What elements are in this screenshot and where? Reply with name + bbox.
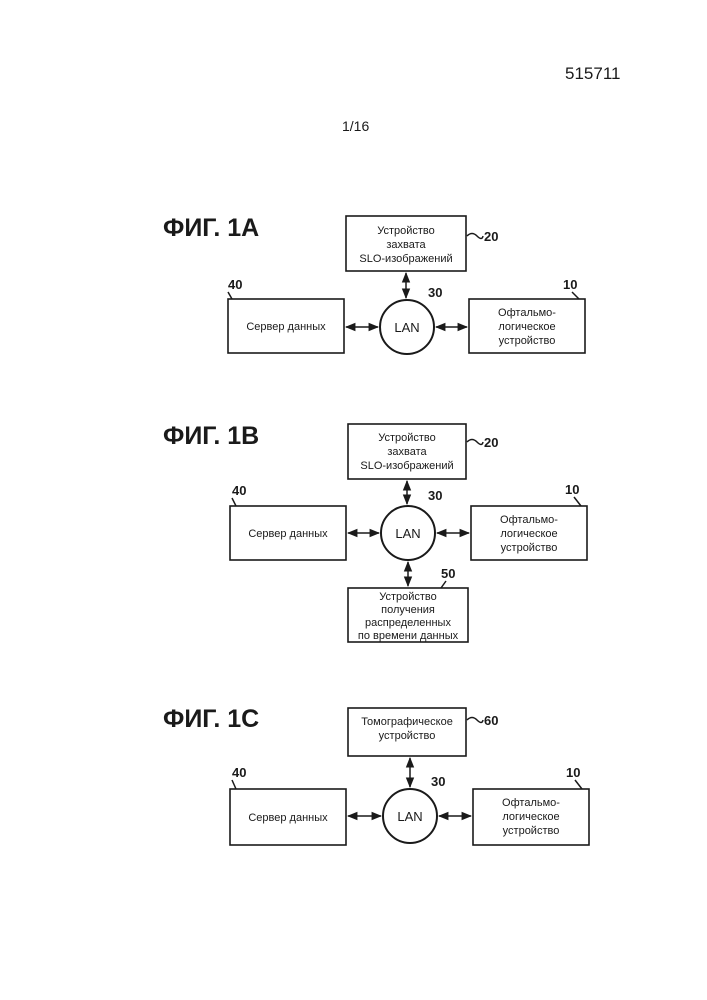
ref-20: 20 xyxy=(484,229,498,244)
slo-device-line-1: Устройство xyxy=(377,225,435,237)
time-distributed-data-device-box: Устройство получения распределенных по в… xyxy=(348,588,468,642)
ophthalmic-line-2: логическое xyxy=(500,528,557,540)
ophthalmic-line-1: Офтальмо- xyxy=(500,514,558,526)
ophthalmic-line-3: устройство xyxy=(499,335,556,347)
ophthalmic-line-3: устройство xyxy=(501,542,558,554)
ophthalmic-device-box: Офтальмо- логическое устройство xyxy=(469,299,585,353)
ref-40: 40 xyxy=(228,277,242,292)
ref-leader-40 xyxy=(232,780,236,789)
ophthalmic-device-box: Офтальмо- логическое устройство xyxy=(471,506,587,560)
figure-1c: ФИГ. 1С Томографическое устройство 60 LA… xyxy=(163,705,589,845)
data-server-box: Сервер данных xyxy=(230,506,346,560)
slo-device-line-1: Устройство xyxy=(378,432,436,444)
lan-label: LAN xyxy=(395,526,420,541)
figure-1a: ФИГ. 1А Устройство захвата SLO-изображен… xyxy=(163,214,585,354)
ref-10: 10 xyxy=(563,277,577,292)
tomo-device-line-1: Томографическое xyxy=(361,716,453,728)
ref-10: 10 xyxy=(565,482,579,497)
ref-10: 10 xyxy=(566,765,580,780)
slo-device-line-3: SLO-изображений xyxy=(359,253,452,265)
ref-leader-40 xyxy=(232,498,236,506)
ref-leader-10 xyxy=(572,292,579,299)
time-device-line-2: получения xyxy=(381,604,435,616)
lan-label: LAN xyxy=(394,320,419,335)
time-device-line-1: Устройство xyxy=(379,591,437,603)
data-server-label: Сервер данных xyxy=(248,812,328,824)
ref-60: 60 xyxy=(484,713,498,728)
tomo-device-line-2: устройство xyxy=(379,730,436,742)
slo-device-line-2: захвата xyxy=(386,239,426,251)
time-device-line-3: распределенных xyxy=(365,617,451,629)
slo-device-line-3: SLO-изображений xyxy=(360,460,453,472)
ref-leader-60 xyxy=(467,718,483,723)
ophthalmic-line-1: Офтальмо- xyxy=(502,797,560,809)
ref-leader-50 xyxy=(441,581,446,588)
ref-30: 30 xyxy=(428,285,442,300)
data-server-label: Сервер данных xyxy=(246,321,326,333)
ref-leader-20 xyxy=(467,440,483,445)
slo-device-line-2: захвата xyxy=(387,446,427,458)
ref-leader-10 xyxy=(574,497,581,506)
ophthalmic-line-2: логическое xyxy=(502,811,559,823)
figure-1c-title: ФИГ. 1С xyxy=(163,705,259,733)
data-server-label: Сервер данных xyxy=(248,528,328,540)
ref-leader-20 xyxy=(467,234,483,239)
figure-1b: ФИГ. 1В Устройство захвата SLO-изображен… xyxy=(163,422,587,642)
data-server-box: Сервер данных xyxy=(230,789,346,845)
slo-capture-device-box: Устройство захвата SLO-изображений xyxy=(346,216,466,271)
ophthalmic-device-box: Офтальмо- логическое устройство xyxy=(473,789,589,845)
ref-20: 20 xyxy=(484,435,498,450)
ref-30: 30 xyxy=(428,488,442,503)
ophthalmic-line-3: устройство xyxy=(503,825,560,837)
slo-capture-device-box: Устройство захвата SLO-изображений xyxy=(348,424,466,479)
tomographic-device-box: Томографическое устройство xyxy=(348,708,466,756)
data-server-box: Сервер данных xyxy=(228,299,344,353)
ref-leader-40 xyxy=(228,292,232,299)
ophthalmic-line-2: логическое xyxy=(498,321,555,333)
ophthalmic-line-1: Офтальмо- xyxy=(498,307,556,319)
figure-1a-title: ФИГ. 1А xyxy=(163,214,259,242)
lan-label: LAN xyxy=(397,809,422,824)
ref-40: 40 xyxy=(232,483,246,498)
ref-50: 50 xyxy=(441,566,455,581)
figure-1b-title: ФИГ. 1В xyxy=(163,422,259,450)
ref-leader-10 xyxy=(575,780,582,789)
ref-40: 40 xyxy=(232,765,246,780)
ref-30: 30 xyxy=(431,774,445,789)
time-device-line-4: по времени данных xyxy=(358,630,459,642)
